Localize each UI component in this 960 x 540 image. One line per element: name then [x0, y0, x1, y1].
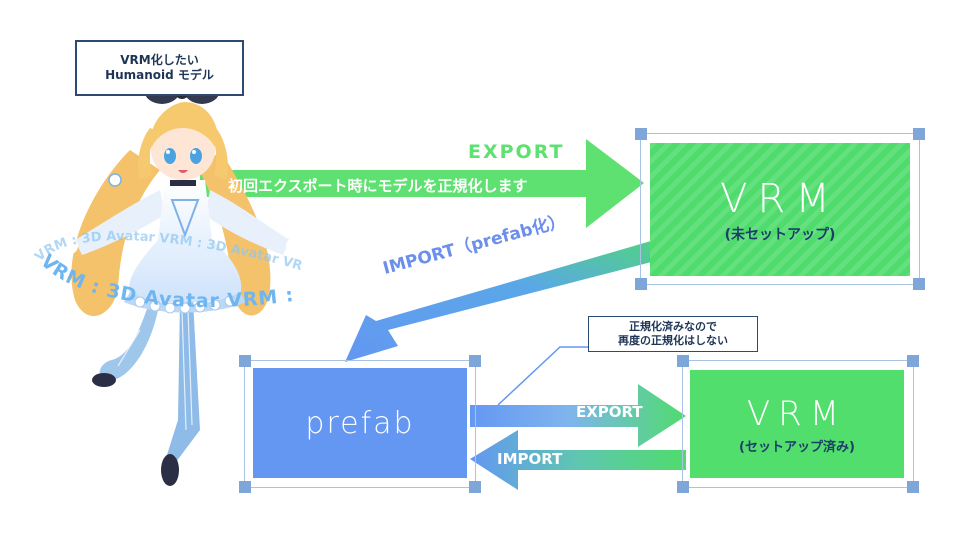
import-top-arrow	[345, 232, 690, 362]
vrm-setup-subtitle: (セットアップ済み)	[739, 439, 855, 455]
model-label-box: VRM化したい Humanoid モデル	[75, 40, 244, 96]
prefab-title: prefab	[305, 405, 415, 441]
note-pointer-line	[497, 346, 588, 406]
vrm-setup-title: VRM	[746, 393, 848, 434]
resize-handle	[239, 481, 251, 493]
resize-handle	[913, 128, 925, 140]
vrm-unsetup-subtitle: (未セットアップ)	[724, 226, 836, 243]
export-bottom-label: EXPORT	[576, 403, 643, 421]
model-label-line1: VRM化したい	[120, 53, 199, 67]
import-bottom-arrow	[470, 430, 686, 490]
prefab-frame	[239, 355, 481, 493]
export-top-arrow	[200, 139, 644, 228]
vrm-setup-box: VRM (セットアップ済み)	[690, 370, 904, 478]
note-label-box: 正規化済みなので 再度の正規化はしない	[588, 316, 758, 352]
resize-handle	[907, 481, 919, 493]
model-label-line2: Humanoid モデル	[105, 68, 214, 82]
resize-handle	[239, 355, 251, 367]
export-top-description: 初回エクスポート時にモデルを正規化します	[228, 177, 528, 195]
resize-handle	[635, 128, 647, 140]
resize-handle	[677, 481, 689, 493]
vrm-unsetup-box: VRM (未セットアップ)	[650, 143, 910, 276]
import-bottom-label: IMPORT	[497, 450, 563, 468]
export-bottom-arrow	[470, 384, 686, 447]
resize-handle	[913, 278, 925, 290]
resize-handle	[635, 278, 647, 290]
prefab-box: prefab	[253, 368, 467, 478]
note-line1: 正規化済みなので	[629, 320, 717, 334]
vrm-unsetup-frame	[635, 128, 925, 290]
resize-handle	[907, 355, 919, 367]
character-illustration	[62, 76, 302, 486]
vrm-setup-frame	[677, 355, 919, 493]
resize-handle	[677, 355, 689, 367]
vrm-unsetup-title: VRM	[720, 175, 840, 222]
resize-handle	[469, 481, 481, 493]
export-top-label: EXPORT	[468, 141, 565, 163]
resize-handle	[469, 355, 481, 367]
note-line2: 再度の正規化はしない	[618, 334, 728, 347]
